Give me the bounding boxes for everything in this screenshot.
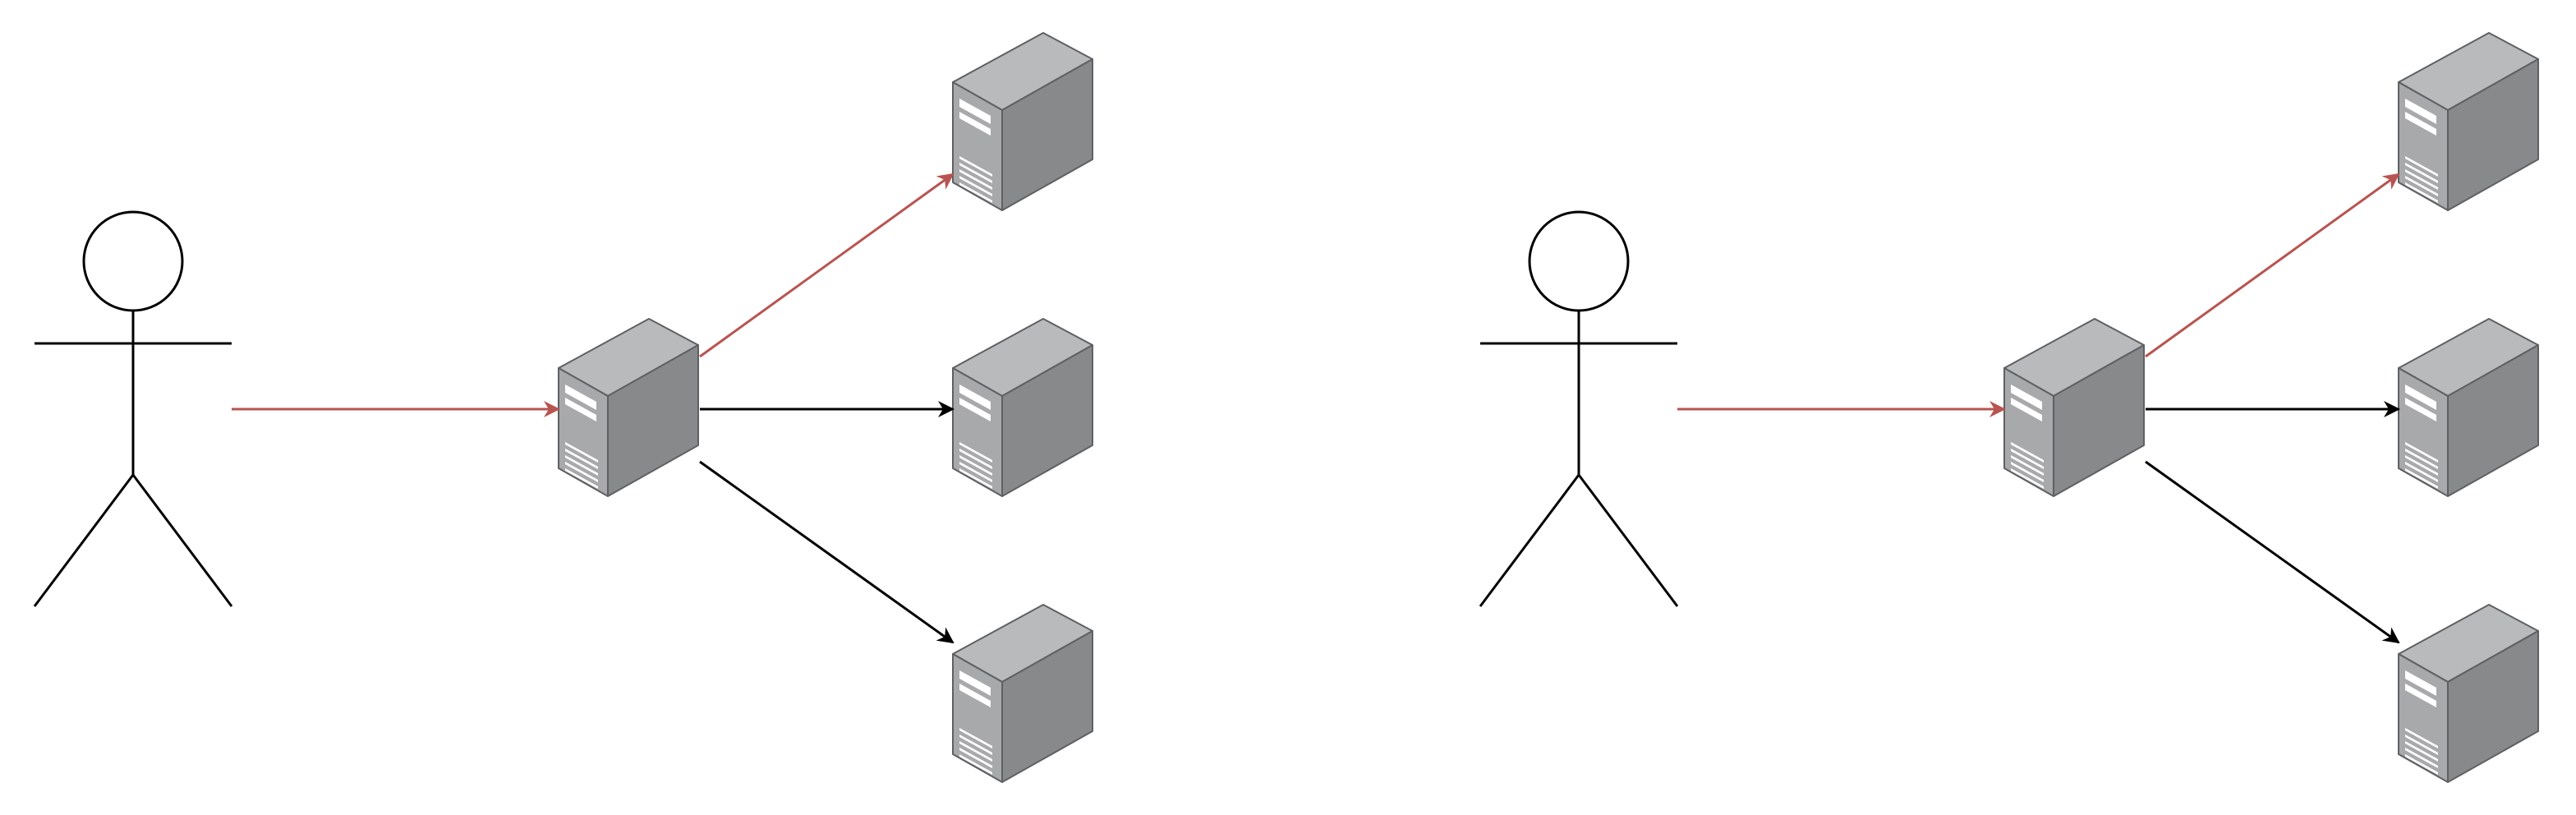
stick-figure-user-icon [33, 210, 233, 607]
backend-arrow-1 [2145, 173, 2400, 358]
actor-head [1528, 210, 1630, 312]
load-balancer-server-tower-icon [2003, 318, 2145, 497]
backend-arrow-1 [699, 173, 954, 358]
backend-2-server-tower-icon [2398, 318, 2539, 497]
diagram-2 [1479, 32, 2539, 783]
actor-left-leg [1479, 474, 1580, 607]
actor-right-leg [1577, 474, 1679, 607]
actor-right-leg [131, 474, 233, 607]
backend-arrow-3 [2145, 460, 2400, 644]
backend-arrow-3 [699, 460, 954, 644]
backend-3-server-tower-icon [2398, 604, 2539, 783]
actor-head [82, 210, 184, 312]
backend-2-server-tower-icon [952, 318, 1093, 497]
backend-1-server-tower-icon [2398, 32, 2539, 211]
actor-left-leg [33, 474, 135, 607]
diagram-1 [33, 32, 1093, 783]
stick-figure-user-icon [1479, 210, 1679, 607]
load-balancer-server-tower-icon [558, 318, 699, 497]
backend-3-server-tower-icon [952, 604, 1093, 783]
backend-1-server-tower-icon [952, 32, 1093, 211]
